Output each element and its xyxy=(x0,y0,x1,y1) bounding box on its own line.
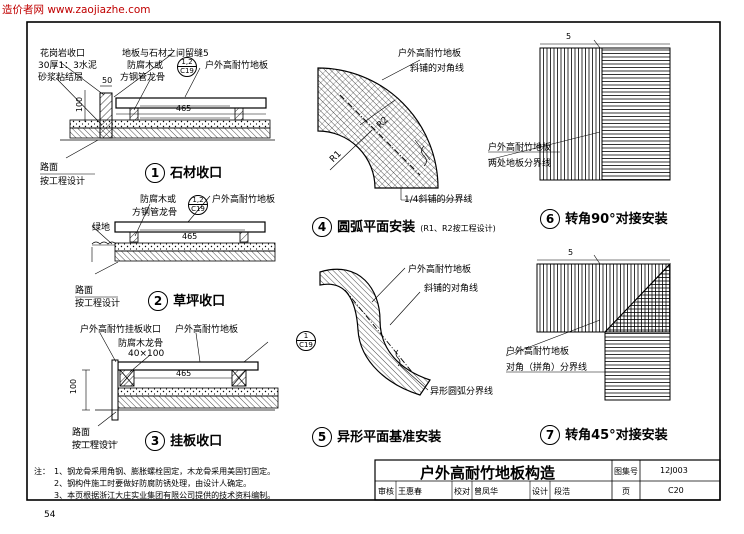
d3-ref-top: 1 xyxy=(297,332,315,341)
watermark-text: 造价者网 www.zaojiazhe.com xyxy=(2,4,151,16)
d4-diagonal-label: 斜铺的对角线 xyxy=(410,64,465,74)
d1-dim-465: 465 xyxy=(176,104,192,113)
d6-boundary-label: 两处地板分界线 xyxy=(488,159,552,169)
d1-floor-label: 户外高耐竹地板 xyxy=(205,61,269,71)
d3-ref-bottom: C19 xyxy=(299,341,313,349)
page-label: 页 xyxy=(622,487,630,496)
d4-note: (R1、R2按工程设计) xyxy=(420,224,496,233)
d3-road-label-1: 路面 xyxy=(72,428,91,438)
d6-caption: 6 转角90°对接安装 xyxy=(540,208,668,229)
d1-gap-label: 地板与石材之间留缝5 xyxy=(122,49,209,59)
d2-green-label: 绿地 xyxy=(92,223,111,233)
designer-name: 段浩 xyxy=(554,487,570,496)
d3-caption: 3 挂板收口 xyxy=(145,430,222,451)
detail-7-drawing xyxy=(505,254,671,401)
d3-road-label-2: 按工程设计 xyxy=(72,441,118,451)
d1-mortar-label-1: 30厚1：3水泥 xyxy=(38,61,97,71)
d3-floor-label: 户外高耐竹地板 xyxy=(175,325,239,335)
d4-caption: 4 圆弧平面安装 (R1、R2按工程设计) xyxy=(312,216,496,237)
sheet-page-number: C20 xyxy=(668,486,684,495)
d2-road-label-2: 按工程设计 xyxy=(75,299,121,309)
d1-mortar-label-2: 砂浆粘结层 xyxy=(38,73,84,83)
d2-number-circle: 2 xyxy=(148,291,168,311)
d3-number-circle: 3 xyxy=(145,431,165,451)
d3-keel-label: 防腐木龙骨 xyxy=(118,339,164,349)
d3-dim-100: 100 xyxy=(69,378,79,395)
note-2: 2、钢构件施工时要做好防腐防锈处理，由设计人确定。 xyxy=(54,479,252,488)
d2-road-label-1: 路面 xyxy=(75,286,94,296)
d1-dim-100: 100 xyxy=(75,96,85,113)
d2-caption: 2 草坪收口 xyxy=(148,290,225,311)
reviewer-name: 王惠春 xyxy=(398,487,422,496)
d3-dim-465: 465 xyxy=(176,369,192,378)
d1-keel-label-2: 方钢管龙骨 xyxy=(120,73,166,83)
d7-dim-5: 5 xyxy=(568,248,574,257)
review-label: 审核 xyxy=(378,487,394,496)
d4-title: 圆弧平面安装 xyxy=(337,220,416,235)
d7-caption: 7 转角45°对接安装 xyxy=(540,424,668,445)
d1-ref-top: 1,2 xyxy=(178,58,196,67)
d4-number-circle: 4 xyxy=(312,217,332,237)
d5-floor-label: 户外高耐竹地板 xyxy=(408,265,472,275)
notes-head: 注： xyxy=(34,467,50,476)
d6-title: 转角90°对接安装 xyxy=(565,212,668,227)
detail-4-drawing xyxy=(317,59,470,201)
d7-floor-label: 户外高耐竹地板 xyxy=(506,347,570,357)
d2-keel-label-1: 防腐木或 xyxy=(140,195,177,205)
note-3: 3、本页根据浙江大庄实业集团有限公司提供的技术资料编制。 xyxy=(54,491,276,500)
design-label: 设计 xyxy=(532,487,548,496)
d1-title: 石材收口 xyxy=(170,166,223,181)
atlas-label: 图集号 xyxy=(614,467,638,476)
d1-keel-label-1: 防腐木或 xyxy=(127,61,164,71)
d1-number-circle: 1 xyxy=(145,163,165,183)
check-label: 校对 xyxy=(454,487,470,496)
d5-diagonal-label: 斜铺的对角线 xyxy=(424,284,479,294)
d2-keel-label-2: 方钢管龙骨 xyxy=(132,208,178,218)
d4-floor-label: 户外高耐竹地板 xyxy=(398,49,462,59)
d5-title: 异形平面基准安装 xyxy=(337,430,442,445)
d1-road-label-1: 路面 xyxy=(40,163,59,173)
d2-reference-symbol: 1,2 C19 xyxy=(188,195,208,215)
d6-number-circle: 6 xyxy=(540,209,560,229)
d1-dim-50: 50 xyxy=(102,76,113,85)
d4-quarter-label: 1/4斜铺的分界线 xyxy=(404,195,473,205)
d5-boundary-label: 异形圆弧分界线 xyxy=(430,387,494,397)
detail-3-drawing xyxy=(72,332,279,443)
d2-title: 草坪收口 xyxy=(173,294,226,309)
detail-5-drawing xyxy=(319,267,431,396)
title-block-frame xyxy=(374,459,721,501)
d3-keel-dimension: 40×100 xyxy=(128,349,165,359)
d2-ref-top: 1,2 xyxy=(189,196,207,205)
d2-ref-bottom: C19 xyxy=(191,205,205,213)
note-1: 1、钢龙骨采用角钢、膨胀螺栓固定，木龙骨采用美固钉固定。 xyxy=(54,467,276,476)
title-block-title: 户外高耐竹地板构造 xyxy=(420,464,556,482)
d1-granite-label: 花岗岩收口 xyxy=(40,49,86,59)
d1-ref-bottom: C19 xyxy=(180,67,194,75)
d2-dim-465: 465 xyxy=(182,232,198,241)
d5-number-circle: 5 xyxy=(312,427,332,447)
d3-reference-symbol: 1 C19 xyxy=(296,331,316,351)
d1-caption: 1 石材收口 xyxy=(145,162,222,183)
d6-floor-label: 户外高耐竹地板 xyxy=(488,143,552,153)
d7-number-circle: 7 xyxy=(540,425,560,445)
detail-6-drawing xyxy=(487,39,671,181)
detail-1-drawing xyxy=(40,53,275,175)
d1-reference-symbol: 1,2 C19 xyxy=(177,57,197,77)
page-number: 54 xyxy=(44,510,56,520)
d7-title: 转角45°对接安装 xyxy=(565,428,668,443)
d3-title: 挂板收口 xyxy=(170,434,223,449)
d7-boundary-label: 对角（拼角）分界线 xyxy=(506,363,588,373)
d6-dim-5: 5 xyxy=(566,32,572,41)
d5-caption: 5 异形平面基准安装 xyxy=(312,426,441,447)
atlas-number: 12J003 xyxy=(660,466,688,475)
checker-name: 曾凤华 xyxy=(474,487,498,496)
d1-road-label-2: 按工程设计 xyxy=(40,177,86,187)
d2-floor-label: 户外高耐竹地板 xyxy=(212,195,276,205)
d3-hang-label: 户外高耐竹挂板收口 xyxy=(80,325,162,335)
